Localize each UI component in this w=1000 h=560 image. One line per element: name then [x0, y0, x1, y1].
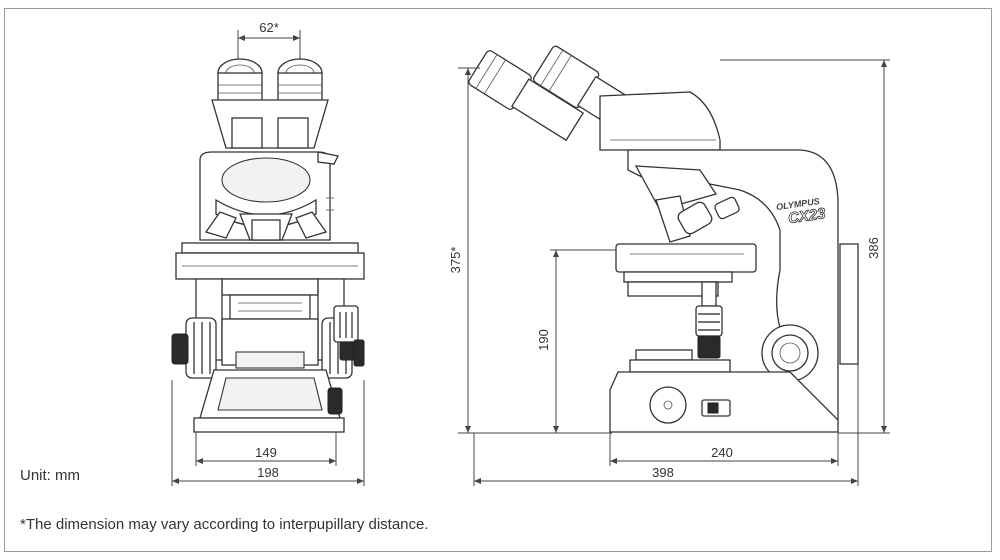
dim-interpupillary-label: 62* — [259, 20, 279, 35]
dim-stage-height: 190 — [536, 249, 616, 433]
side-view-microscope: OLYMPUS CX23 — [468, 45, 859, 433]
dim-base-outer-width-label: 198 — [257, 465, 279, 480]
model-label: CX23 — [787, 205, 827, 227]
dim-stage-height-label: 190 — [536, 329, 551, 351]
front-view-microscope — [171, 58, 365, 433]
left-eyepiece — [217, 58, 263, 104]
stage-control-knob — [695, 281, 723, 359]
left-focus-knob — [171, 317, 217, 379]
drawing-frame — [4, 8, 992, 552]
dim-arm-height-label: 386 — [866, 237, 881, 259]
right-eyepiece — [277, 58, 323, 104]
dim-overall-depth-label: 398 — [652, 465, 674, 480]
dim-overall-depth: 398 — [473, 364, 859, 486]
dim-base-inner-width-label: 149 — [255, 445, 277, 460]
unit-label: Unit: mm — [20, 467, 80, 484]
dim-interpupillary: 62* — [237, 20, 301, 60]
dim-base-inner-width: 149 — [195, 432, 337, 466]
light-intensity-dial — [649, 386, 687, 424]
dim-overall-height: 375* — [448, 67, 612, 434]
dim-overall-height-label: 375* — [448, 247, 463, 274]
side-focus-knob — [761, 324, 819, 382]
footnote: *The dimension may vary according to int… — [20, 516, 429, 533]
right-focus-knob — [321, 305, 365, 379]
dim-base-depth-label: 240 — [711, 445, 733, 460]
dim-arm-height: 386 — [720, 59, 890, 434]
dim-base-outer-width: 198 — [171, 380, 365, 486]
dim-base-depth: 240 — [609, 433, 839, 466]
